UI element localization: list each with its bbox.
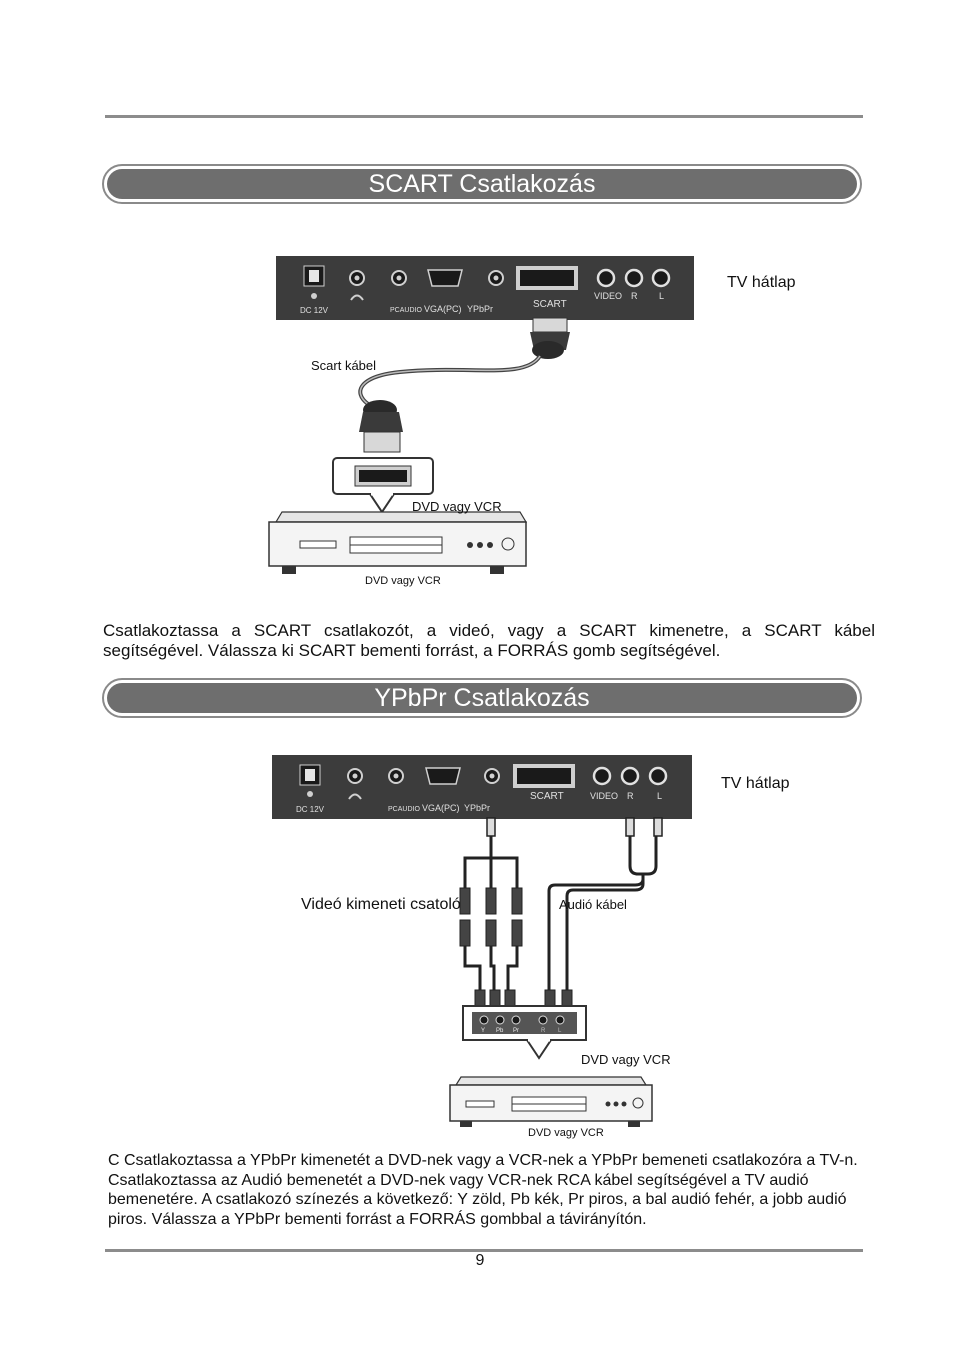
scart-panel-l: L: [659, 291, 664, 301]
ypbpr-jack-r: R: [541, 1028, 546, 1034]
ypbpr-video-cable: [459, 817, 523, 1017]
scart-diagram: DC 12V PCAUDIO VGA(PC) YPbPr SCART VIDEO…: [268, 256, 694, 574]
ypbpr-diagram: DC 12V PCAUDIO VGA(PC) YPbPr SCART VIDEO…: [272, 755, 692, 1127]
scart-dvd-player: [268, 511, 528, 574]
ypbpr-tv-panel: [272, 755, 692, 819]
scart-panel-r: R: [631, 291, 638, 301]
ypbpr-dvd-caption: DVD vagy VCR: [528, 1127, 604, 1139]
ypbpr-audio-cable: [544, 817, 663, 1017]
ypbpr-jack-y: Y: [481, 1028, 485, 1034]
scart-section-banner: SCART Csatlakozás: [102, 164, 862, 204]
scart-tv-panel: [276, 256, 694, 320]
scart-cable-label: Scart kábel: [311, 358, 377, 373]
scart-section-title: SCART Csatlakozás: [107, 169, 857, 199]
scart-plug-top: [530, 317, 570, 359]
ypbpr-tv-back-label: TV hátlap: [721, 775, 790, 792]
page-number: 9: [475, 1252, 485, 1269]
scart-paragraph-line1: Csatlakoztassa a SCART csatlakozót, a vi…: [103, 621, 875, 640]
scart-panel-dc: DC 12V: [300, 306, 329, 315]
ypbpr-paragraph: C Csatlakoztassa a YPbPr kimenetét a DVD…: [108, 1152, 858, 1228]
scart-plug-bottom: [359, 400, 403, 453]
scart-panel-vga: VGA(PC): [424, 304, 462, 314]
ypbpr-section-banner: YPbPr Csatlakozás: [102, 678, 862, 718]
ypbpr-jack-l: L: [558, 1028, 562, 1034]
ypbpr-panel-pcaudio: PCAUDIO: [388, 806, 420, 813]
scart-panel-pcaudio: PCAUDIO: [390, 307, 422, 314]
scart-cable: [358, 354, 542, 406]
ypbpr-jack-pb: Pb: [496, 1028, 504, 1034]
ypbpr-audio-label: Audió kábel: [559, 897, 627, 912]
scart-dvd-label: DVD vagy VCR: [412, 499, 502, 514]
ypbpr-dvd-callout: Y Pb Pr R L: [462, 1005, 587, 1060]
ypbpr-panel-scart: SCART: [530, 791, 564, 802]
scart-panel-scart: SCART: [533, 299, 567, 310]
ypbpr-dvd-player: [449, 1076, 653, 1127]
footer-rule: [105, 1249, 863, 1252]
scart-dvd-callout: [332, 457, 434, 514]
scart-paragraph-line2: segítségével. Válassza ki SCART bementi …: [103, 641, 721, 660]
scart-tv-back-label: TV hátlap: [727, 274, 796, 291]
ypbpr-jack-pr: Pr: [513, 1028, 519, 1034]
ypbpr-video-label: Videó kimeneti csatoló: [301, 896, 461, 913]
ypbpr-panel-vga: VGA(PC): [422, 803, 460, 813]
ypbpr-panel-dc: DC 12V: [296, 805, 325, 814]
ypbpr-panel-l: L: [657, 791, 662, 801]
scart-panel-video: VIDEO: [594, 291, 622, 301]
ypbpr-section-title: YPbPr Csatlakozás: [107, 683, 857, 713]
ypbpr-panel-ypbpr: YPbPr: [464, 803, 490, 813]
ypbpr-dvd-label: DVD vagy VCR: [581, 1052, 671, 1067]
header-rule: [105, 115, 863, 118]
scart-panel-ypbpr: YPbPr: [467, 304, 493, 314]
ypbpr-panel-video: VIDEO: [590, 791, 618, 801]
ypbpr-panel-r: R: [627, 791, 634, 801]
scart-dvd-caption: DVD vagy VCR: [365, 575, 441, 587]
